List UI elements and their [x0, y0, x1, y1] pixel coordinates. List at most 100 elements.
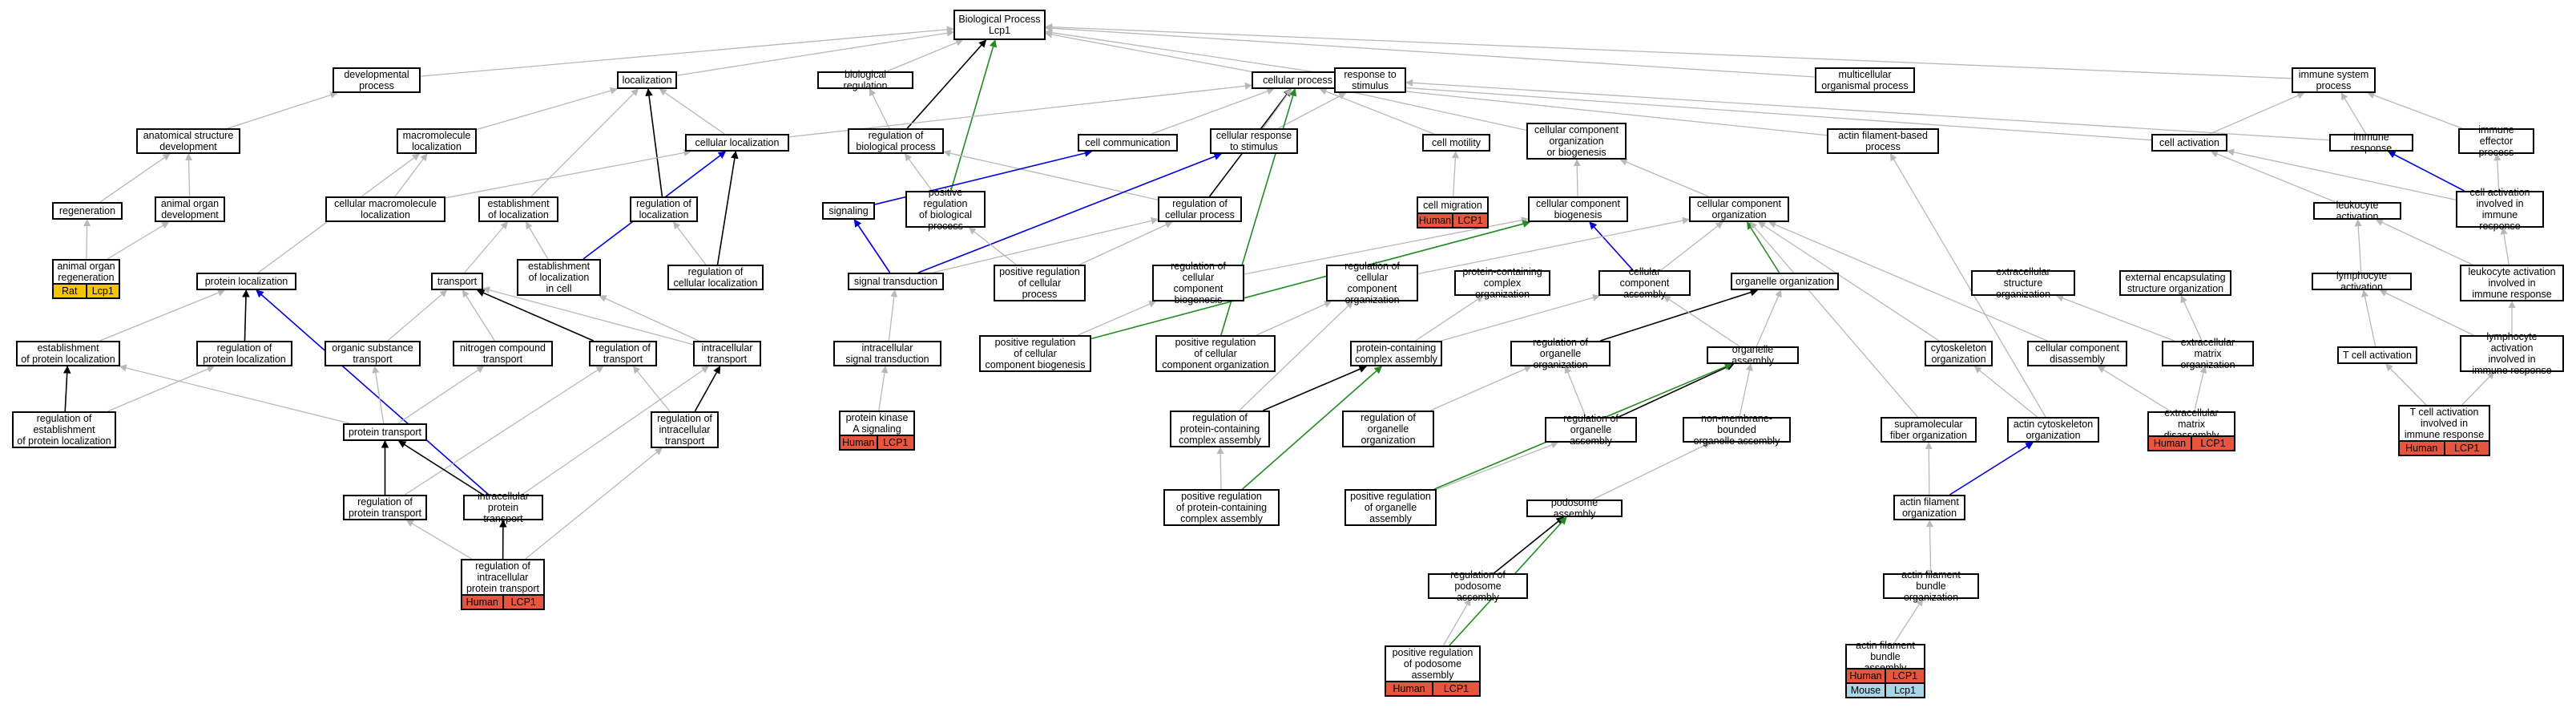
- go-term-lymact[interactable]: lymphocyte activation: [2312, 270, 2412, 293]
- go-term-cco[interactable]: cellular component organization: [1689, 196, 1789, 222]
- go-term-aod[interactable]: animal organ development: [155, 196, 225, 222]
- go-term-rpl[interactable]: regulation of protein localization: [196, 341, 292, 366]
- go-term-roo[interactable]: regulation of organelle organization: [1510, 337, 1611, 370]
- go-term-prcp[interactable]: positive regulation of cellular process: [994, 265, 1086, 301]
- go-term-nct[interactable]: nitrogen compound transport: [453, 341, 553, 366]
- go-term-epl[interactable]: establishment of protein localization: [16, 341, 120, 366]
- go-term-regen[interactable]: regeneration: [52, 202, 123, 220]
- go-term-oa[interactable]: organelle assembly: [1707, 344, 1799, 366]
- go-term-prpa[interactable]: positive regulation of podosome assembly: [1385, 645, 1481, 682]
- go-term-ploc[interactable]: protein localization: [196, 273, 296, 290]
- go-term-asd[interactable]: anatomical structure development: [136, 128, 240, 154]
- go-term-ost[interactable]: organic substance transport: [325, 341, 421, 366]
- go-term-ccb[interactable]: cellular component biogenesis: [1528, 196, 1628, 222]
- go-term-rcp[interactable]: regulation of cellular process: [1158, 196, 1242, 222]
- go-term-rpcca[interactable]: regulation of protein-containing complex…: [1170, 411, 1270, 447]
- go-term-isp[interactable]: immune system process: [2292, 67, 2376, 93]
- go-term-lact[interactable]: leukocyte activation: [2313, 200, 2401, 222]
- go-term-laiir[interactable]: leukocyte activation involved in immune …: [2460, 265, 2564, 301]
- go-term-proa[interactable]: positive regulation of organelle assembl…: [1344, 489, 1437, 526]
- go-term-rit[interactable]: regulation of intracellular transport: [651, 411, 719, 448]
- go-term-rloc[interactable]: regulation of localization: [630, 196, 698, 222]
- go-term-pcca[interactable]: protein-containing complex assembly: [1350, 341, 1442, 366]
- go-term-ript[interactable]: regulation of intracellular protein tran…: [461, 559, 545, 596]
- edge-grey: [933, 216, 1159, 273]
- go-term-ist[interactable]: intracellular signal transduction: [833, 341, 941, 366]
- go-term-pcco[interactable]: protein-containing complex organization: [1454, 266, 1550, 300]
- go-term-cloc[interactable]: cellular localization: [685, 134, 789, 152]
- go-term-bioreg[interactable]: biological regulation: [817, 69, 913, 91]
- go-term-prpcca[interactable]: positive regulation of protein-containin…: [1163, 489, 1280, 526]
- go-term-dev[interactable]: developmental process: [333, 67, 421, 93]
- go-term-cp[interactable]: cellular process: [1252, 71, 1344, 89]
- go-term-aco[interactable]: actin cytoskeleton organization: [2007, 417, 2099, 443]
- go-term-tcaiir[interactable]: T cell activation involved in immune res…: [2398, 405, 2490, 442]
- go-term-repl[interactable]: regulation of establishment of protein l…: [12, 411, 116, 448]
- go-term-crts[interactable]: cellular response to stimulus: [1210, 128, 1298, 154]
- go-term-rts[interactable]: response to stimulus: [1334, 67, 1406, 93]
- go-term-mmloc[interactable]: macromolecule localization: [397, 128, 477, 154]
- go-term-cmot[interactable]: cell motility: [1422, 134, 1490, 152]
- go-term-rroo[interactable]: regulation of organelle organization: [1342, 411, 1434, 447]
- go-term-mop[interactable]: multicellular organismal process: [1815, 67, 1915, 93]
- go-term-cmmloc[interactable]: cellular macromolecule localization: [325, 196, 445, 222]
- edge-black: [906, 39, 987, 129]
- go-term-prcco[interactable]: positive regulation of cellular componen…: [1155, 335, 1276, 372]
- go-term-rcco[interactable]: regulation of cellular component organiz…: [1326, 261, 1418, 305]
- go-term-ir[interactable]: immune response: [2329, 131, 2413, 154]
- go-term-afo[interactable]: actin filament organization: [1893, 495, 1965, 520]
- go-term-afbp[interactable]: actin filament-based process: [1827, 128, 1939, 154]
- go-term-loc[interactable]: localization: [617, 71, 677, 89]
- go-term-st[interactable]: signal transduction: [848, 273, 944, 290]
- go-term-afba[interactable]: actin filament bundle assembly: [1845, 640, 1925, 674]
- edge-grey: [1441, 293, 1601, 342]
- go-term-afbo[interactable]: actin filament bundle organization: [1883, 569, 1979, 603]
- edge-green: [1220, 88, 1297, 336]
- go-term-rpa[interactable]: regulation of podosome assembly: [1428, 569, 1528, 603]
- go-term-lyaiir[interactable]: lymphocyte activation involved in immune…: [2460, 331, 2564, 376]
- go-term-cact[interactable]: cell activation: [2151, 134, 2227, 152]
- go-term-ptr[interactable]: protein transport: [343, 423, 427, 441]
- go-term-rcl[interactable]: regulation of cellular localization: [667, 265, 764, 290]
- go-term-pa[interactable]: podosome assembly: [1526, 497, 1623, 520]
- go-term-ipt[interactable]: intracellular protein transport: [463, 491, 543, 524]
- go-term-eso[interactable]: extracellular structure organization: [1971, 266, 2075, 300]
- edge-black: [645, 88, 663, 197]
- go-term-tact[interactable]: T cell activation: [2337, 346, 2417, 364]
- go-term-sfo[interactable]: supramolecular fiber organization: [1881, 417, 1977, 443]
- go-term-elc[interactable]: establishment of localization in cell: [517, 259, 601, 296]
- go-term-aor[interactable]: animal organ regeneration: [52, 259, 120, 285]
- go-term-pkas[interactable]: protein kinase A signaling: [839, 411, 915, 436]
- gene-label: LCP1: [502, 596, 543, 609]
- go-term-cmig[interactable]: cell migration: [1417, 196, 1489, 214]
- go-term-sig[interactable]: signaling: [822, 202, 875, 220]
- go-term-rccb[interactable]: regulation of cellular component biogene…: [1152, 261, 1244, 305]
- go-term-rt[interactable]: regulation of transport: [589, 341, 657, 366]
- go-term-prccb[interactable]: positive regulation of cellular componen…: [979, 335, 1091, 372]
- go-term-prbp[interactable]: positive regulation of biological proces…: [905, 187, 986, 232]
- go-term-caiir[interactable]: cell activation involved in immune respo…: [2456, 187, 2544, 232]
- go-term-roa[interactable]: regulation of organelle assembly: [1545, 413, 1637, 447]
- edge-grey: [2361, 289, 2376, 347]
- go-term-rpt[interactable]: regulation of protein transport: [343, 495, 427, 520]
- go-term-ccomm[interactable]: cell communication: [1078, 134, 1178, 152]
- go-term-cca[interactable]: cellular component assembly: [1598, 266, 1691, 300]
- go-term-ccob[interactable]: cellular component organization or bioge…: [1526, 123, 1627, 160]
- go-term-bp[interactable]: Biological Process Lcp1: [953, 10, 1046, 40]
- edge-grey: [2379, 289, 2474, 336]
- go-term-nmboa[interactable]: non-membrane-bounded organelle assembly: [1683, 413, 1791, 447]
- go-term-eeso[interactable]: external encapsulating structure organiz…: [2119, 270, 2231, 296]
- go-term-ccd[interactable]: cellular component disassembly: [2027, 341, 2127, 366]
- species-label: Rat: [54, 285, 86, 297]
- go-term-emd[interactable]: extracellular matrix disassembly: [2147, 407, 2235, 441]
- go-term-oo[interactable]: organelle organization: [1731, 273, 1839, 290]
- edge-grey: [878, 366, 889, 411]
- go-term-iep[interactable]: immune effector process: [2458, 124, 2534, 158]
- go-term-transport[interactable]: transport: [431, 273, 483, 290]
- edge-grey: [2209, 92, 2305, 135]
- go-term-cso[interactable]: cytoskeleton organization: [1925, 341, 1993, 366]
- go-term-it[interactable]: intracellular transport: [693, 341, 761, 366]
- go-term-rbp[interactable]: regulation of biological process: [848, 128, 944, 154]
- go-term-eloc[interactable]: establishment of localization: [478, 196, 558, 222]
- go-term-emo[interactable]: extracellular matrix organization: [2162, 337, 2254, 370]
